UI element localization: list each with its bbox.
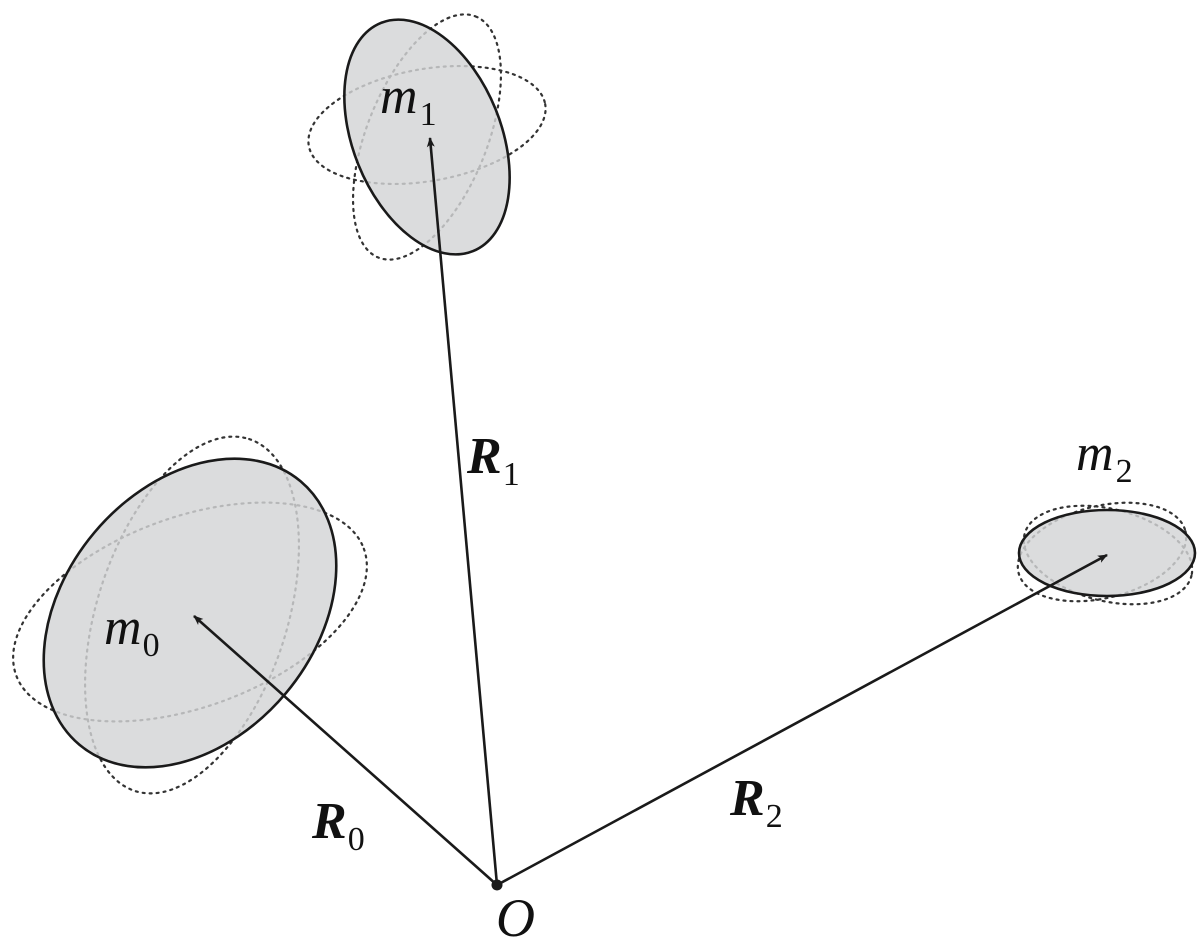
vector-label-r0: R0 bbox=[311, 793, 365, 858]
body-m0 bbox=[12, 435, 368, 795]
mass-label-m0: m0 bbox=[104, 599, 160, 664]
vector-label-r1: R1 bbox=[466, 428, 520, 493]
origin-point bbox=[491, 879, 503, 891]
vector-label-r2: R2 bbox=[729, 770, 783, 835]
body-m1 bbox=[307, 13, 547, 261]
vector-r1-arrow bbox=[426, 137, 499, 886]
vector-r2-arrow bbox=[496, 553, 1108, 887]
body-m0-shape bbox=[42, 457, 338, 769]
mass-label-m1: m1 bbox=[380, 68, 437, 133]
vector-r0-arrow bbox=[193, 615, 498, 886]
origin-label: O bbox=[496, 888, 535, 948]
mass-label-m2: m2 bbox=[1076, 425, 1133, 490]
body-m2 bbox=[1016, 501, 1197, 606]
body-m2-shape bbox=[1017, 508, 1197, 598]
body-m1-shape bbox=[343, 18, 511, 256]
